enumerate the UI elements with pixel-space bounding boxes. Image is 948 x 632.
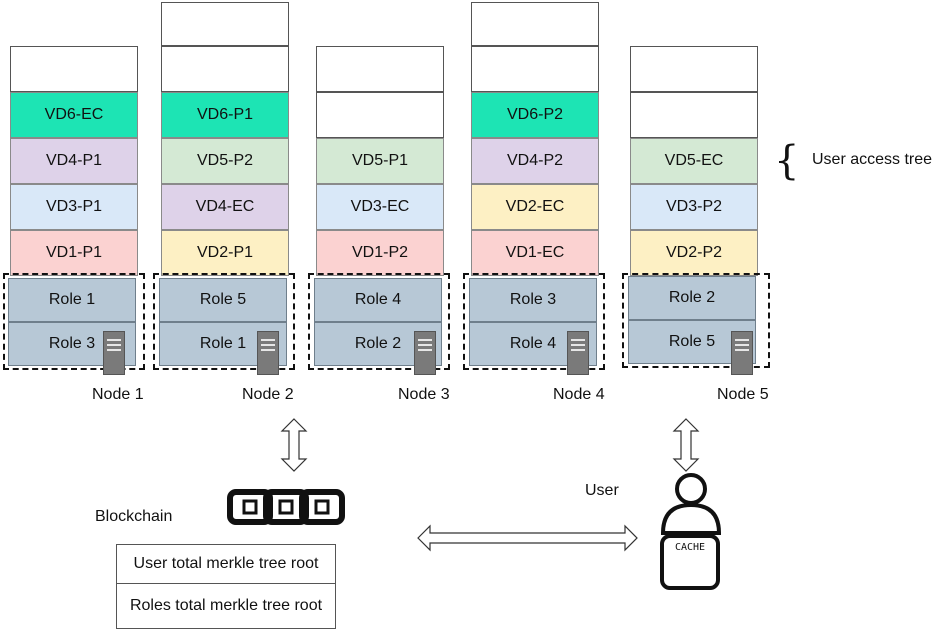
node2-block-vd4-ec: VD4-EC <box>161 184 289 230</box>
node5-user-double-arrow <box>672 418 700 472</box>
node2-block-vd2-p1: VD2-P1 <box>161 230 289 276</box>
merkle-row-roles-root: Roles total merkle tree root <box>116 583 336 629</box>
node5-role-2: Role 2 <box>628 276 756 320</box>
node4-role-3: Role 3 <box>469 278 597 322</box>
node4-label: Node 4 <box>553 386 605 403</box>
user-label: User <box>585 482 619 499</box>
brace-icon: { <box>774 138 800 184</box>
blockchain-user-double-arrow <box>417 524 638 552</box>
node4-block-vd6-p2: VD6-P2 <box>471 92 599 138</box>
blockchain-label: Blockchain <box>95 508 173 525</box>
node3-block-vd5-p1: VD5-P1 <box>316 138 444 184</box>
node2-server-icon <box>257 331 279 375</box>
node2-empty-slot-1 <box>161 2 289 46</box>
node4-block-vd2-ec: VD2-EC <box>471 184 599 230</box>
node1-label: Node 1 <box>92 386 144 403</box>
node3-role-group <box>308 273 450 370</box>
user-access-tree-label: User access tree <box>812 151 933 168</box>
node1-empty-slot-1 <box>10 46 138 92</box>
node5-block-vd2-p2: VD2-P2 <box>630 230 758 276</box>
node4-empty-slot-1 <box>471 2 599 46</box>
node2-role-group <box>153 273 295 370</box>
cache-label: CACHE <box>675 542 705 553</box>
node1-role-group <box>3 273 145 370</box>
node4-server-icon <box>567 331 589 375</box>
node3-server-icon <box>414 331 436 375</box>
node5-empty-slot-2 <box>630 92 758 138</box>
node2-block-vd5-p2: VD5-P2 <box>161 138 289 184</box>
node3-empty-slot-1 <box>316 46 444 92</box>
node5-empty-slot-1 <box>630 46 758 92</box>
node1-server-icon <box>103 331 125 375</box>
node5-role-group <box>622 273 770 368</box>
node2-empty-slot-2 <box>161 46 289 92</box>
node2-role-5: Role 5 <box>159 278 287 322</box>
node5-server-icon <box>731 331 753 375</box>
node3-label: Node 3 <box>398 386 450 403</box>
node2-label: Node 2 <box>242 386 294 403</box>
node1-block-vd3-p1: VD3-P1 <box>10 184 138 230</box>
node3-role-4: Role 4 <box>314 278 442 322</box>
blockchain-chain-icon <box>227 489 345 525</box>
node5-block-vd3-p2: VD3-P2 <box>630 184 758 230</box>
node1-role-1: Role 1 <box>8 278 136 322</box>
node5-block-vd5-ec: VD5-EC <box>630 138 758 184</box>
node4-role-group <box>463 273 605 370</box>
node3-block-vd3-ec: VD3-EC <box>316 184 444 230</box>
node4-empty-slot-2 <box>471 46 599 92</box>
node1-block-vd6-ec: VD6-EC <box>10 92 138 138</box>
node2-block-vd6-p1: VD6-P1 <box>161 92 289 138</box>
node5-label: Node 5 <box>717 386 769 403</box>
node1-block-vd1-p1: VD1-P1 <box>10 230 138 276</box>
node4-block-vd1-ec: VD1-EC <box>471 230 599 276</box>
user-cache-icon <box>660 473 722 590</box>
node1-block-vd4-p1: VD4-P1 <box>10 138 138 184</box>
node3-empty-slot-2 <box>316 92 444 138</box>
node2-blockchain-double-arrow <box>280 418 308 472</box>
node4-block-vd4-p2: VD4-P2 <box>471 138 599 184</box>
node3-block-vd1-p2: VD1-P2 <box>316 230 444 276</box>
